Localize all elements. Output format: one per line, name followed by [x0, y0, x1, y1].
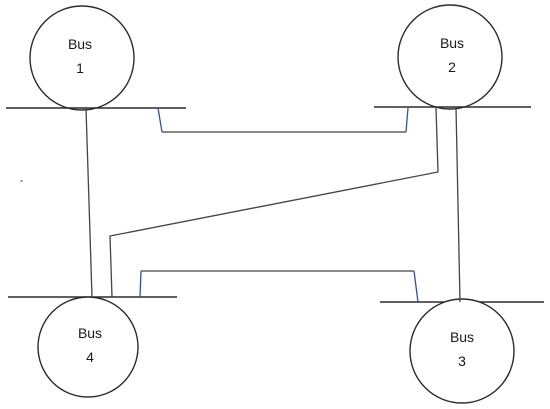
bus-2-circle	[397, 4, 503, 110]
bus-1-label-word: Bus	[68, 36, 92, 52]
bus-3: Bus 3	[380, 298, 544, 404]
line-bus2-bus4	[109, 107, 439, 298]
line-bus2-bus3	[455, 106, 461, 303]
bus-1-circle	[29, 5, 135, 111]
bus-4: Bus 4	[8, 296, 177, 398]
bus-2-label-word: Bus	[440, 35, 464, 51]
bus-4-label-number: 4	[86, 349, 94, 365]
bus-3-label-number: 3	[458, 353, 466, 369]
bus-2: Bus 2	[374, 4, 531, 110]
bus-2-label-number: 2	[448, 59, 456, 75]
bus-4-circle	[37, 296, 139, 398]
line-bus1-bus4	[85, 107, 93, 298]
line-bus1-bus2-drop-left	[157, 107, 163, 133]
bus-3-circle	[409, 298, 515, 404]
bus-4-label-word: Bus	[78, 325, 102, 341]
line-bus4-bus3-drop-left	[139, 270, 142, 298]
bus-1: Bus 1	[6, 5, 186, 111]
bus-1-label-number: 1	[76, 60, 84, 76]
line-bus4-bus3-drop-right	[413, 270, 419, 303]
bus-3-label-word: Bus	[450, 329, 474, 345]
line-bus1-bus2-drop-right	[405, 107, 409, 133]
